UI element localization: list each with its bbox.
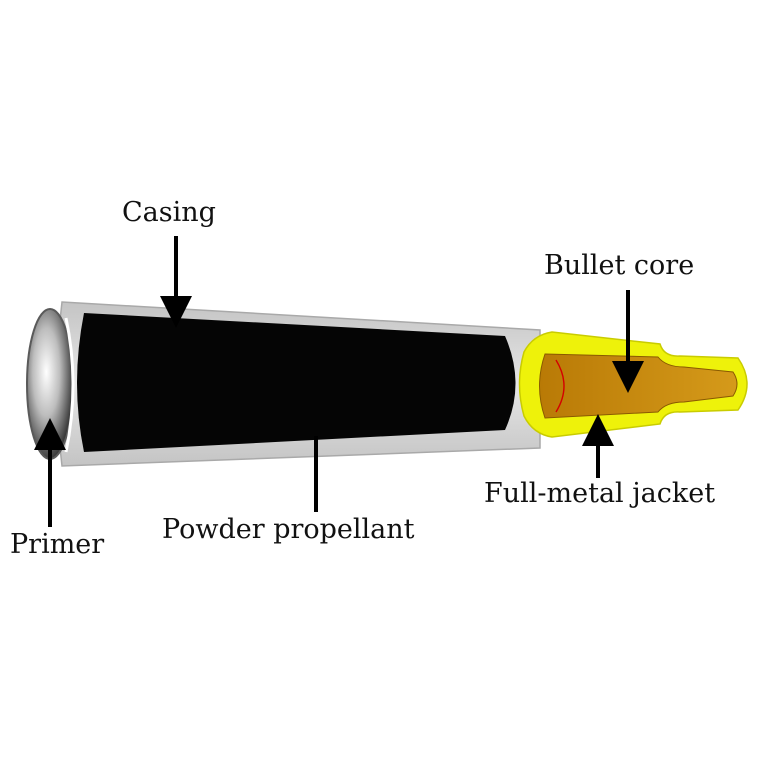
casing-label: Casing xyxy=(122,197,216,228)
bullet-core-label: Bullet core xyxy=(544,250,695,281)
bullet-core-base-line xyxy=(555,359,565,413)
powder-propellant xyxy=(77,313,516,452)
primer-rim xyxy=(64,317,75,453)
primer-label: Primer xyxy=(10,529,105,560)
powder-propellant-label: Powder propellant xyxy=(162,514,415,545)
full-metal-jacket-label: Full-metal jacket xyxy=(484,478,716,509)
